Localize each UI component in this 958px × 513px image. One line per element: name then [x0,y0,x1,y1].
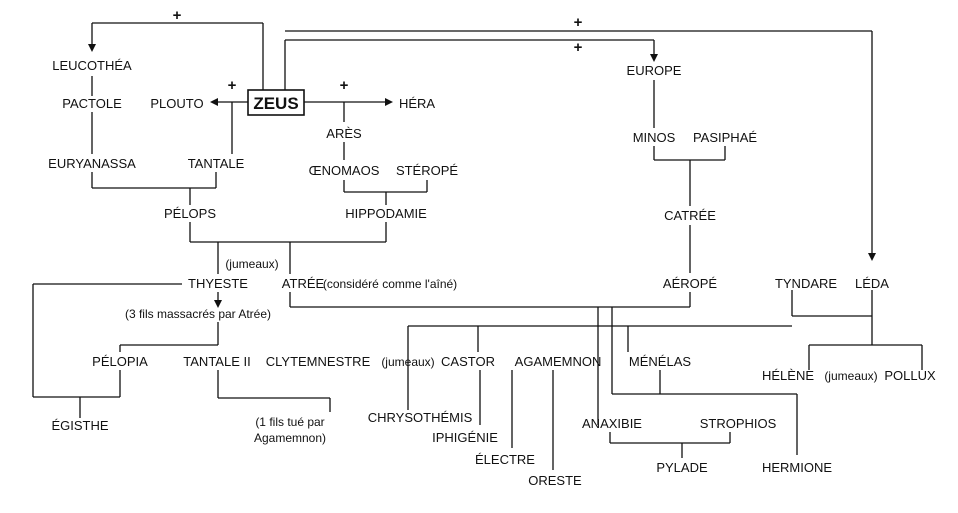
person-sterope: STÉROPÉ [396,163,458,178]
connector-lines [32,22,923,470]
person-pollux: POLLUX [884,368,936,383]
person-strophios: STROPHIOS [700,416,777,431]
person-hermione: HERMIONE [762,460,832,475]
note-fils-tue-line1: (1 fils tué par [255,415,324,429]
arrow-to-europe [650,54,658,62]
person-agamemnon: AGAMEMNON [515,354,602,369]
person-pelops: PÉLOPS [164,206,216,221]
person-minos: MINOS [633,130,676,145]
arrow-to-leda [868,253,876,261]
person-pelopia: PÉLOPIA [92,354,148,369]
person-pasiphae: PASIPHAÉ [693,130,757,145]
person-chrysothemis: CHRYSOTHÉMIS [368,410,473,425]
person-leucothea: LEUCOTHÉA [52,58,132,73]
note-jumeaux-clytemnestre: (jumeaux) [381,355,434,369]
zeus-box [247,89,305,116]
person-pactole: PACTOLE [62,96,122,111]
note-jumeaux-helene: (jumeaux) [824,369,877,383]
person-oenomaos: ŒNOMAOS [309,163,380,178]
person-tantale-ii: TANTALE II [183,354,250,369]
zeus-label: ZEUS [253,94,298,113]
person-europe: EUROPE [627,63,682,78]
person-anaxibie: ANAXIBIE [582,416,642,431]
union-plus-leda: + [574,14,583,31]
person-iphigenie: IPHIGÉNIE [432,430,498,445]
person-ares: ARÈS [326,126,362,141]
person-electre: ÉLECTRE [475,452,535,467]
arrow-to-hera [385,98,393,106]
person-castor: CASTOR [441,354,495,369]
person-catree: CATRÉE [664,208,716,223]
person-euryanassa: EURYANASSA [48,156,136,171]
person-tyndare: TYNDARE [775,276,837,291]
person-aerope: AÉROPÉ [663,276,718,291]
arrow-to-leucothea [88,44,96,52]
person-leda: LÉDA [855,276,889,291]
note-atree-aine: (considéré comme l'aîné) [323,277,457,291]
note-fils-tue-line2: Agamemnon) [254,431,326,445]
note-jumeaux-thyeste-atree: (jumeaux) [225,257,278,271]
union-plus-plouto: + [228,77,237,94]
person-hera: HÉRA [399,96,435,111]
note-fils-massacres: (3 fils massacrés par Atrée) [125,307,271,321]
person-oreste: ORESTE [528,473,582,488]
union-plus-hera: + [340,77,349,94]
person-plouto: PLOUTO [150,96,203,111]
person-pylade: PYLADE [656,460,708,475]
arrow-to-plouto [210,98,218,106]
union-plus-europe: + [574,39,583,56]
person-tantale: TANTALE [188,156,245,171]
person-helene: HÉLÈNE [762,368,814,383]
union-plus-leucothea: + [173,7,182,24]
person-thyeste: THYESTE [188,276,248,291]
person-clytemnestre: CLYTEMNESTRE [266,354,371,369]
arrow-heads [88,44,876,308]
person-hippodamie: HIPPODAMIE [345,206,427,221]
person-atree: ATRÉE [282,276,325,291]
person-egisthe: ÉGISTHE [51,418,108,433]
person-menelas: MÉNÉLAS [629,354,691,369]
arrow-to-thyeste-sons [214,300,222,308]
